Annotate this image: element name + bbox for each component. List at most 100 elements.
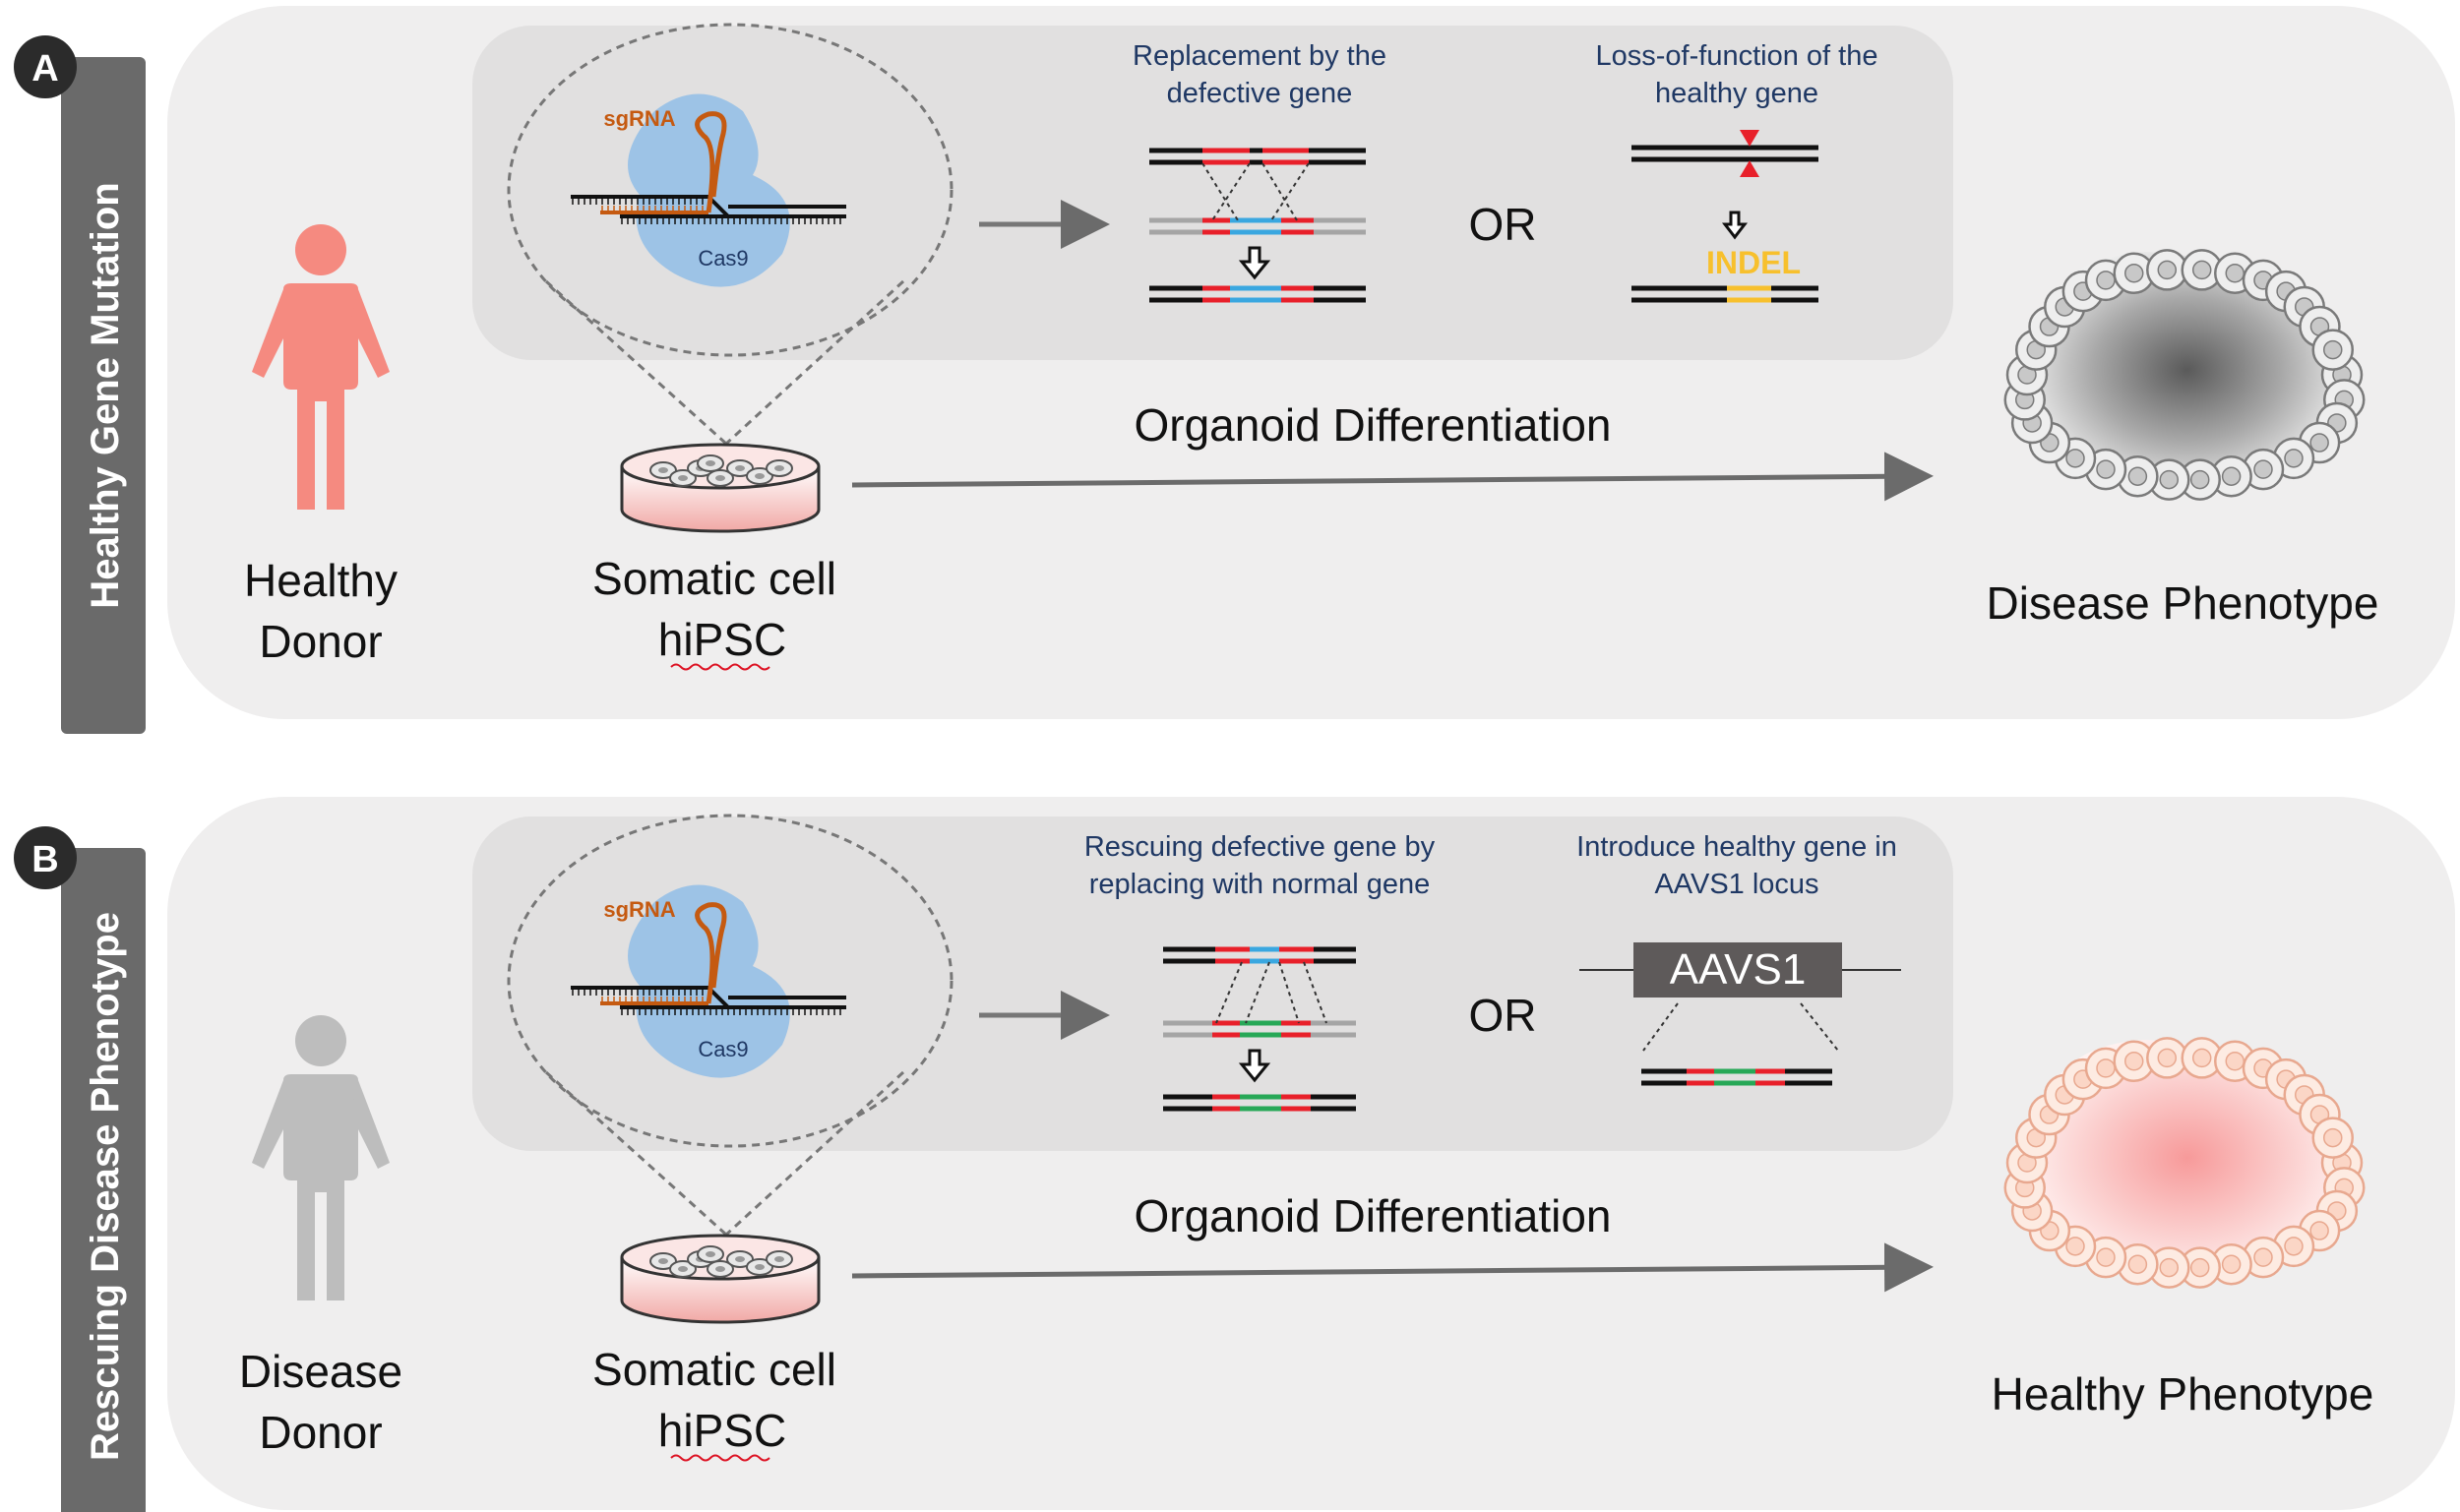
cell-nucleus bbox=[774, 465, 784, 471]
sgrna-hairpin bbox=[695, 902, 727, 1004]
panel-badge bbox=[14, 35, 77, 98]
organoid-cell-nucleus bbox=[2157, 260, 2178, 280]
sgrna-label: sgRNA bbox=[603, 106, 675, 131]
cell-nucleus bbox=[678, 1266, 688, 1272]
person-body bbox=[283, 1074, 358, 1300]
culture-dish bbox=[620, 443, 821, 533]
organoid-cell-nucleus bbox=[2157, 1048, 2178, 1068]
organoid-cell-nucleus bbox=[2323, 1127, 2343, 1148]
cell-nucleus bbox=[735, 465, 745, 471]
organoid-cell-nucleus bbox=[2225, 264, 2245, 283]
organoid-cell-nucleus bbox=[2225, 1052, 2245, 1071]
organoid-cell-nucleus bbox=[2096, 1247, 2116, 1267]
person-head bbox=[295, 1015, 346, 1066]
cell-nucleus bbox=[755, 1264, 765, 1270]
cas9-label: Cas9 bbox=[698, 1037, 748, 1061]
rescued-dna bbox=[1163, 1094, 1356, 1112]
zoom-ellipse bbox=[507, 814, 953, 1148]
donor-label-line1: Healthy bbox=[244, 555, 398, 606]
down-arrow bbox=[1238, 246, 1271, 280]
person-left-arm bbox=[252, 289, 291, 378]
dsb-dna bbox=[1631, 145, 1818, 162]
side-label-bar bbox=[61, 57, 146, 734]
sgrna-hairpin bbox=[695, 111, 727, 213]
donor-label-line1: Disease bbox=[239, 1346, 402, 1397]
cut-marker-bottom bbox=[1740, 160, 1759, 177]
side-label: Rescuing Disease Phenotype bbox=[84, 912, 127, 1461]
person-head bbox=[295, 224, 346, 275]
recombination-line bbox=[1261, 162, 1298, 221]
side-label-bar bbox=[61, 848, 146, 1512]
cas9-label: Cas9 bbox=[698, 246, 748, 271]
spellcheck-underline bbox=[670, 1454, 770, 1462]
recombination-line bbox=[1245, 961, 1270, 1024]
recombination-line bbox=[1201, 162, 1239, 221]
organoid-cell-nucleus bbox=[2253, 1247, 2273, 1267]
person-body bbox=[283, 283, 358, 510]
organoid-cell-nucleus bbox=[2127, 1254, 2148, 1274]
organoid-cell-nucleus bbox=[2065, 1237, 2085, 1256]
zoom-line-right bbox=[724, 1070, 905, 1237]
phenotype-label: Healthy Phenotype bbox=[1992, 1368, 2374, 1420]
or-label: OR bbox=[1469, 990, 1537, 1041]
or-label: OR bbox=[1469, 199, 1537, 250]
cut-marker-top bbox=[1740, 130, 1759, 147]
spellcheck-underline bbox=[670, 663, 770, 671]
organoid-cell-nucleus bbox=[2191, 1048, 2212, 1068]
cell-nucleus bbox=[678, 475, 688, 481]
cell-nucleus bbox=[715, 1266, 725, 1272]
healthy-person-icon bbox=[252, 224, 390, 510]
edited-dna bbox=[1149, 285, 1366, 303]
organoid-cell-nucleus bbox=[2221, 1254, 2242, 1274]
recombination-line bbox=[1303, 961, 1327, 1024]
cell-nucleus bbox=[774, 1256, 784, 1262]
recombination-line bbox=[1215, 961, 1243, 1024]
aavs1-label: AAVS1 bbox=[1670, 945, 1807, 994]
cell-label-line1: Somatic cell bbox=[592, 1344, 836, 1395]
person-left-arm bbox=[252, 1080, 291, 1169]
zoom-ellipse bbox=[507, 23, 953, 357]
strategy1-label-line2: replacing with normal gene bbox=[1089, 869, 1431, 900]
healthy-organoid bbox=[2003, 1037, 2366, 1289]
crispr-strategy-box bbox=[472, 26, 1953, 360]
defective-dna bbox=[1163, 946, 1356, 964]
differentiation-label: Organoid Differentiation bbox=[1135, 399, 1612, 451]
differentiation-arrow bbox=[851, 452, 1934, 502]
cell-label-line1: Somatic cell bbox=[592, 553, 836, 604]
strategy2-label-line2: healthy gene bbox=[1655, 78, 1818, 109]
organoid-cell-nucleus bbox=[2127, 466, 2148, 486]
person-right-arm bbox=[350, 1080, 390, 1169]
organoid-lumen bbox=[2031, 1040, 2344, 1276]
phenotype-label: Disease Phenotype bbox=[1987, 577, 2379, 629]
organoid-cell-nucleus bbox=[2159, 1257, 2180, 1278]
differentiation-arrow bbox=[851, 1242, 1934, 1293]
disease-organoid bbox=[2003, 249, 2366, 501]
organoid-cell-nucleus bbox=[2309, 433, 2329, 453]
strategy1-label-line1: Replacement by the bbox=[1133, 40, 1386, 72]
cell-nucleus bbox=[658, 467, 668, 473]
organoid-cell-nucleus bbox=[2096, 1058, 2116, 1078]
target-locus-dna bbox=[1149, 217, 1366, 235]
strategy1-label-line1: Rescuing defective gene by bbox=[1084, 831, 1436, 863]
strategy2-label-line1: Loss-of-function of the bbox=[1596, 40, 1878, 72]
organoid-cell-nucleus bbox=[2096, 271, 2116, 290]
strategy2-label-line2: AAVS1 locus bbox=[1654, 869, 1818, 900]
organoid-cell-nucleus bbox=[2284, 1237, 2304, 1256]
sgrna-label: sgRNA bbox=[603, 897, 675, 922]
organoid-cell-nucleus bbox=[2284, 449, 2304, 468]
cas9-complex: sgRNA Cas9 bbox=[571, 884, 846, 1078]
recombination-line bbox=[1278, 961, 1300, 1024]
organoid-cell-nucleus bbox=[2123, 1052, 2144, 1071]
cas9-complex: sgRNA Cas9 bbox=[571, 93, 846, 287]
organoid-cell-nucleus bbox=[2159, 469, 2180, 490]
cell-label-line2: hiPSC bbox=[658, 1405, 786, 1456]
organoid-cell-nucleus bbox=[2253, 459, 2273, 479]
zoom-line-right bbox=[724, 279, 905, 446]
organoid-cell-nucleus bbox=[2189, 1257, 2210, 1278]
organoid-cell-nucleus bbox=[2123, 264, 2144, 283]
donor-label-line2: Donor bbox=[259, 616, 382, 667]
organoid-cell-nucleus bbox=[2309, 1221, 2329, 1240]
organoid-cell-nucleus bbox=[2221, 466, 2242, 486]
aavs1-box bbox=[1633, 942, 1842, 998]
